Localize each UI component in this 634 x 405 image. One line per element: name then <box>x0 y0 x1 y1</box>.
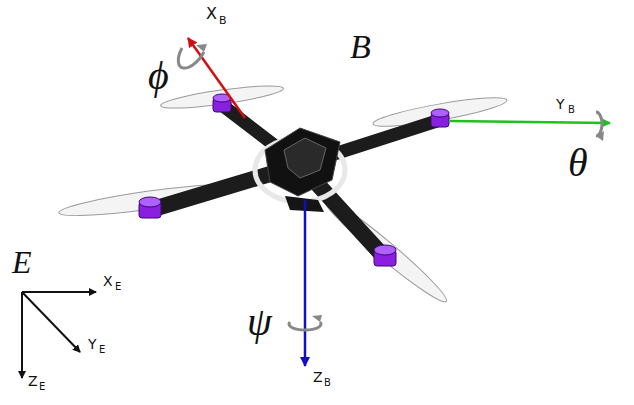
pitch-symbol: θ <box>568 143 588 183</box>
yaw-symbol: ψ <box>247 302 272 342</box>
y-axis <box>450 121 610 123</box>
propellers <box>58 81 509 308</box>
axis-subscript: B <box>568 105 575 115</box>
earth-frame-label: E <box>12 246 32 278</box>
earth-frame <box>22 292 96 378</box>
axis-subscript: B <box>219 15 227 26</box>
x-axis <box>188 38 245 118</box>
axis-letter: Y <box>556 97 565 111</box>
roll-symbol: ϕ <box>148 56 169 96</box>
rotation-arrows <box>178 48 602 330</box>
axis-subscript: B <box>324 378 331 388</box>
body-frame-label: B <box>350 30 371 64</box>
z-axis <box>304 200 307 366</box>
motors <box>139 94 449 266</box>
axis-subscript: E <box>39 382 45 392</box>
axis-letter: Z <box>28 374 38 388</box>
axis-letter: X <box>206 6 217 22</box>
axis-subscript: E <box>99 345 105 355</box>
body <box>265 128 340 212</box>
axis-letter: X <box>103 274 113 288</box>
axis-letter: Y <box>88 337 97 351</box>
rotation-arrowheads <box>196 44 604 322</box>
axis-letter: Z <box>313 370 323 384</box>
arms <box>150 105 440 258</box>
axis-subscript: E <box>115 282 121 292</box>
